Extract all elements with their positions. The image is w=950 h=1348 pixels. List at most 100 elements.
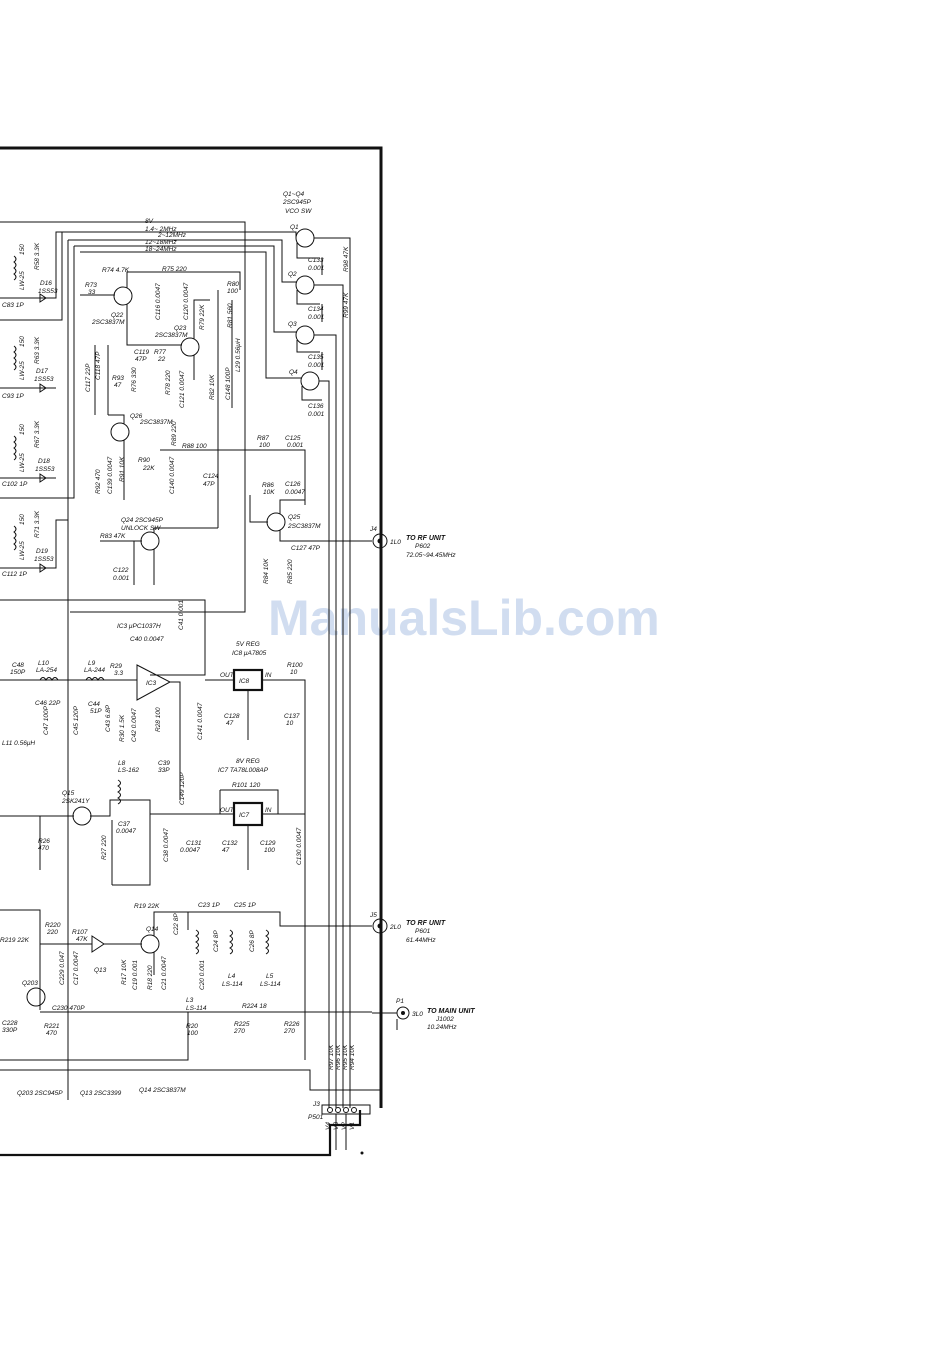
label-j4: J4 xyxy=(369,526,377,533)
oscillator-regulator-section: 8V REG IC7 TA78L008AP R101 120 IC7 OUT I… xyxy=(0,758,305,886)
label-c131v: 0.0047 xyxy=(180,847,200,854)
label-l3v: LS-114 xyxy=(186,1005,207,1012)
label-l29: L29 0.56μH xyxy=(235,338,242,372)
label-r63: R63 3.3K xyxy=(34,336,41,364)
label-q1-q4-type: 2SC945P xyxy=(282,199,311,206)
transistor-q15 xyxy=(72,806,92,826)
label-r18: R18 220 xyxy=(147,965,154,990)
label-c42: C42 0.0047 xyxy=(131,708,138,742)
label-j5: J5 xyxy=(369,912,377,919)
label-r86: R86 xyxy=(262,482,274,489)
connector-p1: P1 3L0 TO MAIN UNIT J1002 10.24MHz xyxy=(372,998,475,1031)
label-r86v: 10K xyxy=(263,489,275,496)
label-r87: R87 xyxy=(257,435,269,442)
label-c24: C24 8P xyxy=(213,930,220,952)
jack-j5 xyxy=(372,918,388,934)
label-j3: J3 xyxy=(312,1101,320,1108)
label-c125: C125 xyxy=(285,435,301,442)
label-r226v: 270 xyxy=(283,1028,295,1035)
label-c229: C229 0.047 xyxy=(59,951,66,985)
label-r20: R20 xyxy=(186,1023,198,1030)
label-r71: R71 3.3K xyxy=(34,510,41,538)
label-v4: V4 xyxy=(325,1122,332,1130)
label-q25t: 2SC3837M xyxy=(287,523,321,530)
label-r77: R77 xyxy=(154,349,166,356)
label-150-4: 150 xyxy=(19,514,26,525)
label-band-4: 18~24MHz xyxy=(145,246,177,253)
label-l9: L9 xyxy=(88,660,96,667)
label-5v-reg: 5V REG xyxy=(236,641,260,648)
label-c119v: 47P xyxy=(135,356,147,363)
label-q26: Q26 xyxy=(130,413,143,420)
label-r83: R83 47K xyxy=(100,533,126,540)
label-r107: R107 xyxy=(72,929,88,936)
label-c48v: 150P xyxy=(10,669,26,676)
label-c25: C25 1P xyxy=(234,902,256,909)
label-c132: C132 xyxy=(222,840,238,847)
label-c118: C118 47P xyxy=(95,351,102,380)
label-q203: Q203 xyxy=(22,980,38,987)
label-ic7-out: OUT xyxy=(220,807,235,814)
label-c83: C83 1P xyxy=(2,302,24,309)
label-r80: R80 xyxy=(227,281,239,288)
transistor-q22 xyxy=(113,286,133,306)
label-d16t: 1SS53 xyxy=(38,288,58,295)
label-r27: R27 220 xyxy=(101,835,108,860)
label-q4: Q4 xyxy=(289,369,298,376)
transistor-q2 xyxy=(295,275,315,295)
label-l5v: LS-114 xyxy=(260,981,281,988)
label-r85: R85 220 xyxy=(287,559,294,584)
label-ic3: IC3 μPC1037H xyxy=(117,623,161,630)
label-150-2: 150 xyxy=(19,336,26,347)
label-c112: C112 1P xyxy=(2,571,27,578)
label-c130: C130 0.0047 xyxy=(296,827,303,865)
label-c48: C48 xyxy=(12,662,24,669)
label-p1-code: 3L0 xyxy=(412,1011,423,1018)
label-ic7: IC7 TA78L008AP xyxy=(218,767,269,774)
label-lw25-3: LW-25 xyxy=(19,453,26,472)
label-l10: L10 xyxy=(38,660,49,667)
label-c121: C121 0.0047 xyxy=(179,370,186,408)
label-c140: C140 0.0047 xyxy=(169,456,176,494)
frame-border xyxy=(0,146,383,1108)
label-lw25-2: LW-25 xyxy=(19,361,26,380)
label-vco-sw: VCO SW xyxy=(285,208,312,215)
label-c126: C126 xyxy=(285,481,301,488)
label-r88: R88 100 xyxy=(182,443,207,450)
label-r78: R78 220 xyxy=(165,370,172,395)
label-lw25-4: LW-25 xyxy=(19,541,26,560)
label-r97: R97 10K xyxy=(328,1044,335,1070)
label-d16: D16 xyxy=(40,280,52,287)
band-bus: 8V 1.4~ 2MHz 2~12MHz 12~18MHz 18~24MHz xyxy=(0,218,301,1100)
label-v2: V2 xyxy=(341,1122,348,1130)
label-r77v: 22 xyxy=(157,356,166,363)
transistor-q26 xyxy=(110,422,130,442)
label-lw25-1: LW-25 xyxy=(19,271,26,290)
label-c129v: 100 xyxy=(264,847,275,854)
label-r90: R90 xyxy=(138,457,150,464)
label-p602: P602 xyxy=(415,543,431,550)
vco-coil-sections: R58 3.3K R63 3.3K R67 3.3K R71 3.3K D16 … xyxy=(0,231,68,578)
label-r225: R225 xyxy=(234,1021,250,1028)
label-r29v: 3.3 xyxy=(114,670,123,677)
label-q24: Q24 2SC945P xyxy=(121,517,164,524)
label-ic7-in: IN xyxy=(265,807,272,814)
label-c120: C120 0.0047 xyxy=(183,282,190,320)
label-r100: R100 xyxy=(287,662,303,669)
label-c46: C46 22P xyxy=(35,700,61,707)
legend-q14: Q14 2SC3837M xyxy=(139,1087,186,1094)
label-q23: Q23 xyxy=(174,325,187,332)
buffer-q13 xyxy=(91,935,105,953)
label-c37v: 0.0047 xyxy=(116,828,136,835)
label-l10v: LA-254 xyxy=(36,667,57,674)
label-c102: C102 1P xyxy=(2,481,28,488)
label-r75: R75 220 xyxy=(162,266,187,273)
label-c116: C116 0.0047 xyxy=(155,283,162,320)
label-freq-2: 61.44MHz xyxy=(406,937,436,944)
label-r73v: 33 xyxy=(88,289,96,296)
label-r79: R79 22K xyxy=(199,304,206,330)
label-ic8-box: IC8 xyxy=(239,678,250,685)
label-q13: Q13 xyxy=(94,967,107,974)
transistor-q23 xyxy=(180,337,200,357)
